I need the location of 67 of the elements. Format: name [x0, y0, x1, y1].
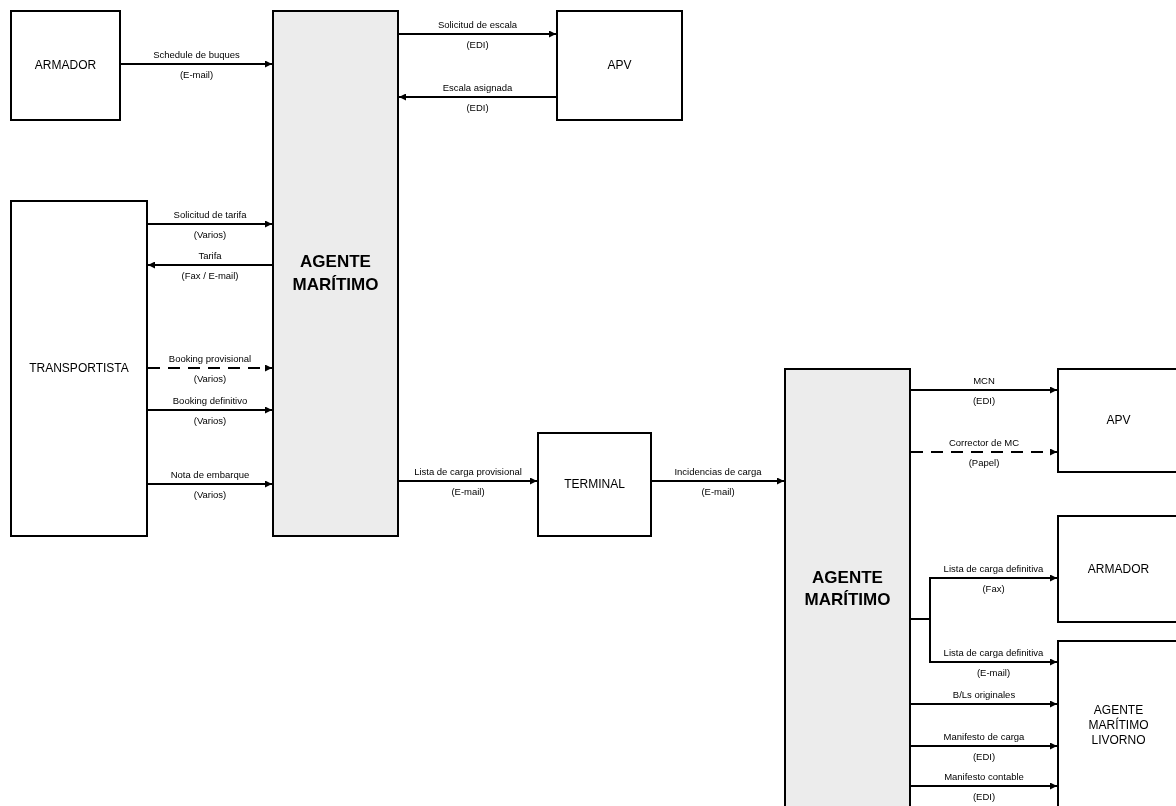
medium-label: (E-mail)	[450, 486, 486, 497]
arrow	[147, 480, 273, 488]
node-label: ARMADOR	[34, 58, 97, 73]
node-label: APV	[607, 58, 632, 73]
arrow	[910, 448, 1058, 456]
edge-label: Tarifa	[197, 250, 223, 261]
edge-label: Solicitud de escala	[436, 19, 519, 30]
arrow	[147, 406, 273, 414]
edge-label: MCN	[972, 375, 996, 386]
party-box	[10, 200, 148, 537]
node-label: APV	[1106, 413, 1131, 428]
medium-label: (E-mail)	[700, 486, 736, 497]
medium-label: (EDI)	[971, 751, 997, 762]
medium-label: (E-mail)	[178, 69, 215, 80]
arrow	[398, 477, 538, 485]
edge-label: Lista de carga provisional	[413, 466, 523, 477]
medium-label: (E-mail)	[975, 667, 1012, 678]
medium-label: (Fax / E-mail)	[180, 270, 240, 281]
medium-label: (Papel)	[967, 457, 1001, 468]
arrow	[910, 782, 1058, 790]
arrow	[910, 386, 1058, 394]
party-box	[1057, 368, 1176, 473]
node-label: TERMINAL	[564, 477, 625, 492]
node-label: AGENTE MARÍTIMO	[291, 251, 380, 296]
medium-label: (EDI)	[971, 395, 997, 406]
node-label: ARMADOR	[1087, 561, 1150, 577]
arrow	[147, 364, 273, 372]
medium-label: (Varios)	[192, 489, 228, 500]
party-box	[556, 10, 683, 121]
agent-box	[272, 10, 399, 537]
arrow	[651, 477, 785, 485]
edge-label: Corrector de MC	[947, 437, 1021, 448]
arrow	[120, 60, 273, 68]
node-label: AGENTE MARÍTIMO	[803, 566, 892, 611]
edge-label: B/Ls originales	[951, 689, 1017, 700]
edge-label: Lista de carga definitiva	[942, 563, 1045, 574]
arrow	[910, 700, 1058, 708]
node-label: TRANSPORTISTA	[29, 361, 129, 376]
edge-label: Solicitud de tarifa	[172, 209, 248, 220]
edge-label: Manifesto de carga	[942, 731, 1026, 742]
edge-label: Booking provisional	[167, 353, 253, 364]
agent-box	[784, 368, 911, 806]
node-label: AGENTE MARÍTIMO LIVORNO	[1087, 702, 1150, 748]
medium-label: (Fax)	[981, 583, 1006, 594]
edge-label: Nota de embarque	[169, 469, 251, 480]
edge-label: Lista de carga definitiva	[942, 647, 1045, 658]
edge-label: Incidencias de carga	[673, 466, 763, 477]
arrow	[398, 93, 557, 101]
medium-label: (EDI)	[971, 791, 997, 802]
edge-label: Escala asignada	[441, 82, 514, 93]
arrow	[910, 742, 1058, 750]
medium-label: (EDI)	[465, 102, 490, 113]
medium-label: (Varios)	[192, 415, 228, 426]
arrow	[147, 220, 273, 228]
edge-label: Manifesto contable	[943, 771, 1025, 782]
arrow	[398, 30, 557, 38]
party-box	[1057, 640, 1176, 806]
arrow	[147, 261, 273, 269]
party-box	[1057, 515, 1176, 623]
medium-label: (Varios)	[192, 229, 228, 240]
edge-label: Schedule de buques	[152, 49, 241, 60]
party-box	[537, 432, 652, 537]
party-box	[10, 10, 121, 121]
medium-label: (Varios)	[192, 373, 228, 384]
edge-label: Booking definitivo	[171, 395, 249, 406]
medium-label: (EDI)	[465, 39, 490, 50]
arrow	[910, 618, 1058, 666]
